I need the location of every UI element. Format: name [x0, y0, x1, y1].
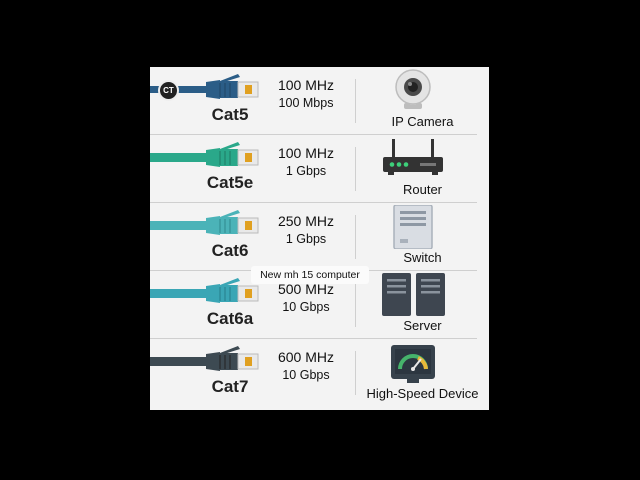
column-divider: [355, 215, 356, 259]
bandwidth-value: 100 Mbps: [278, 96, 334, 110]
ip-camera-icon: [395, 69, 431, 109]
device-label: IP Camera: [391, 114, 454, 129]
device-label: Router: [402, 182, 443, 197]
bandwidth-value: 1 Gbps: [285, 232, 327, 246]
cable-category-label: Cat5: [211, 105, 249, 124]
server-icon: [382, 273, 445, 316]
frequency-value: 250 MHz: [277, 213, 335, 229]
cat7-cable-icon: [150, 346, 259, 371]
column-divider: [355, 351, 356, 395]
row-divider: [150, 338, 477, 339]
device-label: High-Speed Device: [366, 386, 479, 401]
ct-watermark-logo: CT: [158, 80, 179, 101]
cable-row-cat5: Cat5 100 MHz 100 Mbps IP Camera: [150, 67, 489, 135]
cat5e-cable-icon: [150, 142, 259, 167]
cat6a-cable-icon: [150, 278, 259, 303]
cable-row-cat6a: Cat6a 500 MHz 10 Gbps Server: [150, 271, 489, 339]
cable-category-label: Cat7: [211, 377, 249, 396]
cable-comparison-panel: Cat5 100 MHz 100 Mbps IP Camera Cat5e: [150, 67, 489, 410]
bandwidth-value: 10 Gbps: [282, 300, 330, 314]
frequency-value: 100 MHz: [277, 77, 335, 93]
frequency-value: 500 MHz: [277, 281, 335, 297]
router-icon: [383, 139, 443, 175]
device-label: Server: [403, 318, 442, 333]
speed-gauge-icon: [391, 345, 435, 383]
bandwidth-value: 10 Gbps: [282, 368, 330, 382]
bandwidth-value: 1 Gbps: [285, 164, 327, 178]
cable-category-label: Cat6: [211, 241, 249, 260]
caption-overlay: New mh 15 computer: [251, 266, 369, 284]
column-divider: [355, 283, 356, 327]
column-divider: [355, 147, 356, 191]
row-divider: [150, 202, 477, 203]
cable-row-cat7: Cat7 600 MHz 10 Gbps High-Speed Device: [150, 339, 489, 407]
cat6-cable-icon: [150, 210, 259, 235]
frequency-value: 100 MHz: [277, 145, 335, 161]
device-label: Switch: [403, 250, 442, 265]
column-divider: [355, 79, 356, 123]
cable-category-label: Cat6a: [206, 309, 254, 328]
cable-row-cat5e: Cat5e 100 MHz 1 Gbps Router: [150, 135, 489, 203]
switch-icon: [393, 205, 433, 249]
row-divider: [150, 134, 477, 135]
cable-category-label: Cat5e: [206, 173, 254, 192]
frequency-value: 600 MHz: [277, 349, 335, 365]
cat5-cable-icon: [150, 74, 259, 99]
cable-row-cat6: Cat6 250 MHz 1 Gbps Switch: [150, 203, 489, 271]
